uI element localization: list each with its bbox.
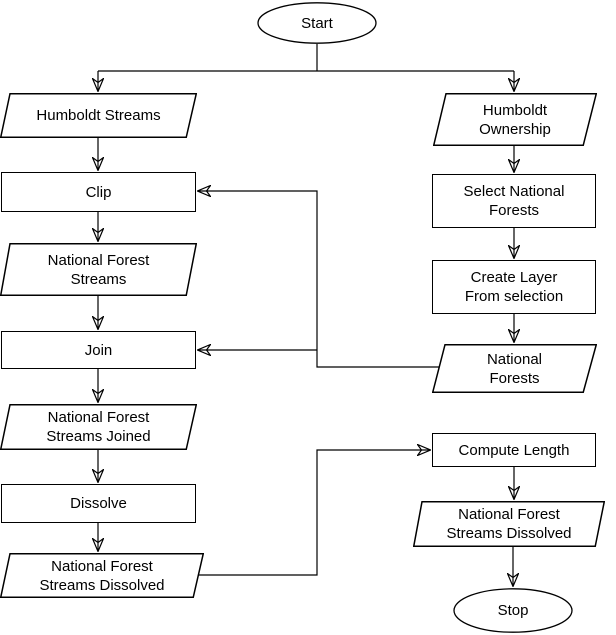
parallelogram-shape (0, 93, 197, 138)
node-label: Create Layer From selection (464, 269, 564, 305)
node-label: National Forests (486, 350, 543, 387)
node-humboldt-ownership[interactable]: Humboldt Ownership (433, 93, 597, 146)
node-clip[interactable]: Clip (1, 172, 196, 212)
edge-national-forests-to-clip (198, 191, 439, 368)
node-national-forest-streams[interactable]: National Forest Streams (0, 243, 197, 296)
node-label: Join (84, 341, 113, 359)
parallelogram-shape (0, 553, 204, 598)
node-compute-length[interactable]: Compute Length (432, 433, 596, 467)
node-label: National Forest Streams Dissolved (446, 506, 572, 542)
node-label: Select National Forests (463, 183, 565, 219)
node-start[interactable]: Start (257, 2, 377, 44)
node-create-layer-from-selection[interactable]: Create Layer From selection (432, 260, 596, 314)
node-label: Humboldt Streams (36, 107, 161, 124)
ellipse-shape (453, 588, 573, 633)
node-label: Stop (497, 602, 529, 619)
node-label: National Forest Streams (47, 251, 150, 288)
node-label: Start (301, 14, 333, 32)
parallelogram-shape (0, 404, 197, 450)
edge-streams-dissolved-to-compute-length (199, 450, 430, 576)
node-national-forests[interactable]: National Forests (432, 344, 597, 393)
parallelogram-shape (433, 93, 597, 146)
node-label: National Forest Streams Joined (46, 409, 151, 445)
node-national-forest-streams-joined[interactable]: National Forest Streams Joined (0, 404, 197, 450)
node-label: Clip (85, 183, 112, 201)
node-label: Dissolve (70, 495, 127, 512)
node-stop[interactable]: Stop (453, 588, 573, 633)
parallelogram-shape (413, 501, 605, 547)
node-join[interactable]: Join (1, 331, 196, 369)
parallelogram-shape (432, 344, 597, 393)
node-label: National Forest Streams Dissolved (39, 557, 165, 594)
node-label: Humboldt Ownership (479, 101, 551, 138)
node-label: Compute Length (458, 441, 570, 459)
node-national-forest-streams-dissolved-output[interactable]: National Forest Streams Dissolved (413, 501, 605, 547)
node-dissolve[interactable]: Dissolve (1, 484, 196, 523)
node-humboldt-streams[interactable]: Humboldt Streams (0, 93, 197, 138)
node-national-forest-streams-dissolved[interactable]: National Forest Streams Dissolved (0, 553, 204, 598)
node-select-national-forests[interactable]: Select National Forests (432, 174, 596, 228)
parallelogram-shape (0, 243, 197, 296)
ellipse-shape (257, 2, 377, 44)
